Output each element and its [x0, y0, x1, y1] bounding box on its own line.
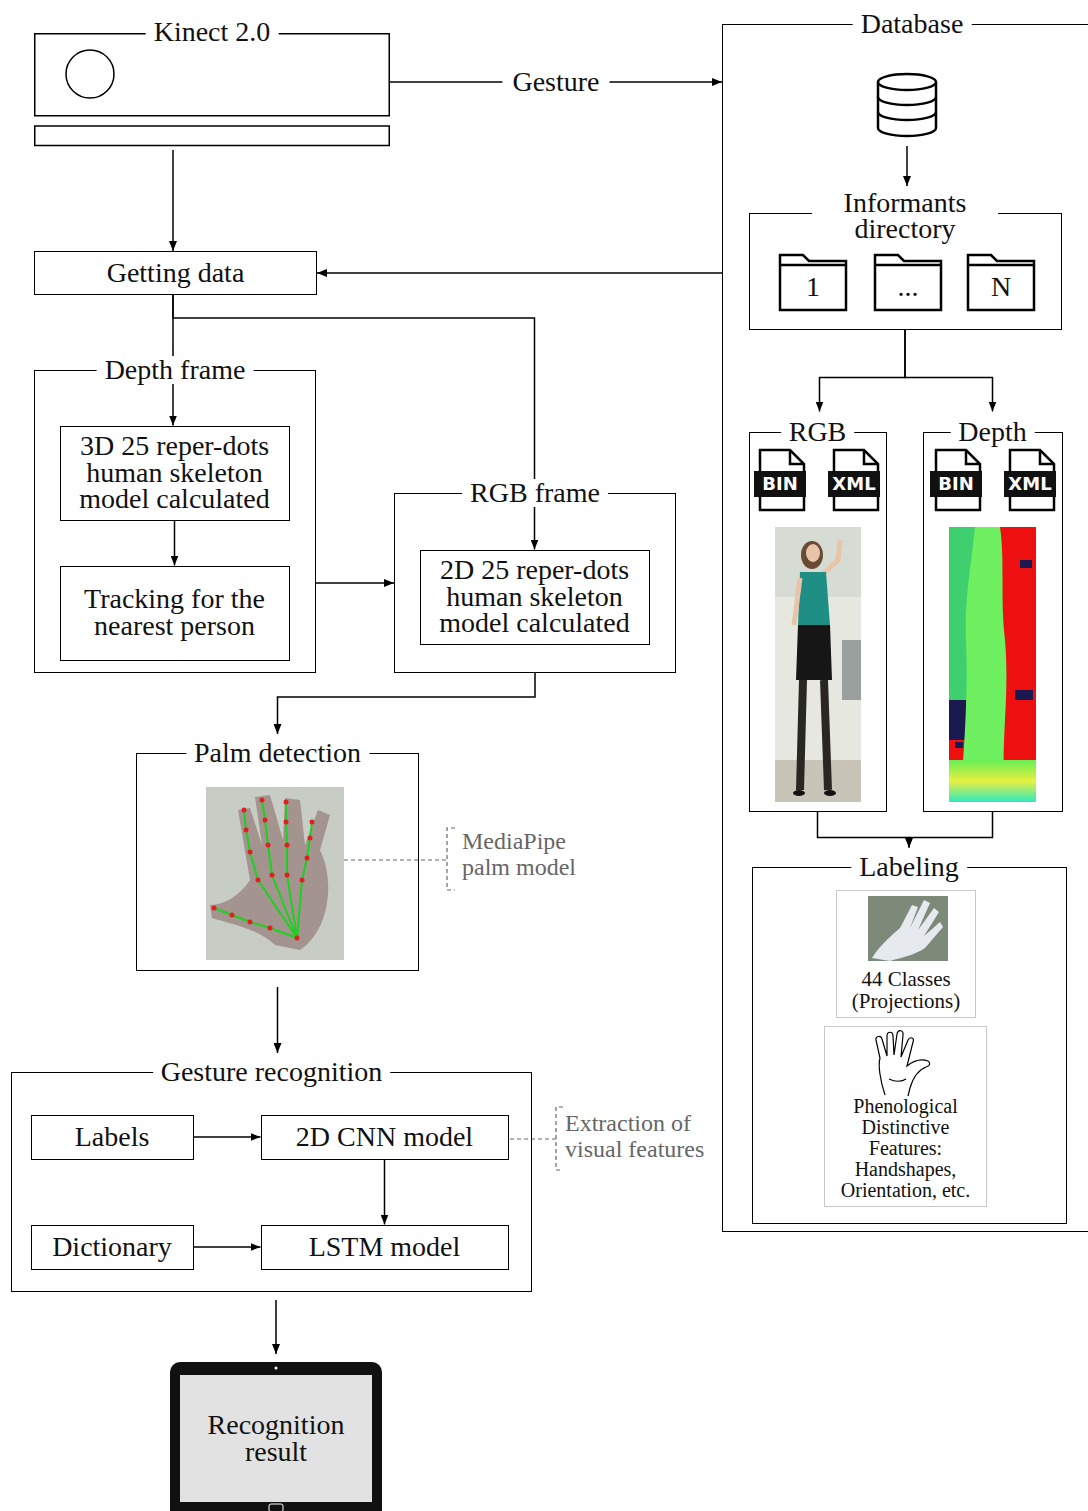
process-box: Getting data	[34, 251, 317, 295]
folder-icon: 1	[779, 251, 847, 311]
arrow-connector	[820, 330, 906, 412]
node-text: 44 Classes (Projections)	[841, 968, 971, 1012]
file-icon: BIN	[930, 449, 982, 511]
process-box: Labels	[31, 1115, 194, 1160]
arrow-connector	[172, 150, 174, 251]
group-panel: DatabaseInformants directory1...NRGBBINX…	[722, 24, 1088, 1232]
panel-heading: RGB	[781, 418, 855, 446]
arrow-connector	[275, 1300, 277, 1354]
arrow-connector	[317, 272, 722, 274]
node-text: Labels	[75, 1124, 150, 1151]
panel-heading: Kinect 2.0	[146, 18, 279, 46]
group-panel: Palm detection	[136, 753, 419, 971]
node-text: ...	[898, 274, 919, 301]
panel-heading: Database	[853, 10, 972, 38]
group-panel: DepthBINXML	[923, 432, 1063, 812]
folder-icon: ...	[874, 251, 942, 311]
image-card: Phenological Distinctive Features: Hands…	[824, 1026, 987, 1207]
node-text: Getting data	[107, 260, 245, 287]
panel-heading: Depth	[950, 418, 1034, 446]
process-box: LSTM model	[261, 1225, 509, 1270]
arrow-connector	[818, 812, 910, 848]
panel-heading: Gesture recognition	[153, 1058, 391, 1086]
hand-image	[206, 787, 344, 960]
group-panel: RGBBINXML	[749, 432, 887, 812]
node-text: Recognition result	[182, 1412, 370, 1465]
arrow-connector	[174, 521, 176, 566]
edge-label: Gesture	[502, 68, 609, 96]
callout-label: MediaPipe palm model	[462, 828, 592, 881]
arrow-connector	[277, 987, 279, 1053]
device-box: Kinect 2.0	[34, 33, 390, 146]
node-text: Tracking for the nearest person	[67, 586, 283, 639]
process-box: 3D 25 reper-dots human skeleton model ca…	[60, 426, 290, 521]
folder-icon: N	[967, 251, 1035, 311]
file-type-label: XML	[1004, 471, 1056, 497]
handshape-drawing	[876, 1031, 930, 1096]
group-panel: Labeling44 Classes (Projections)Phenolog…	[752, 867, 1067, 1224]
group-panel: Depth frame3D 25 reper-dots human skelet…	[34, 370, 316, 673]
node-text: N	[991, 274, 1011, 301]
rgb-photo	[775, 527, 861, 802]
node-text: Dictionary	[52, 1234, 172, 1261]
file-type-label: XML	[828, 471, 880, 497]
panel-heading: Depth frame	[97, 356, 254, 384]
group-panel: Gesture recognitionLabels2D CNN modelDic…	[11, 1072, 532, 1292]
callout-label: Extraction of visual features	[565, 1110, 730, 1163]
node-text: 3D 25 reper-dots human skeleton model ca…	[67, 433, 283, 513]
file-icon: XML	[828, 449, 880, 511]
process-box: Dictionary	[31, 1225, 194, 1270]
depth-image	[949, 527, 1036, 802]
tablet-display: Recognition result	[170, 1362, 382, 1511]
database-icon	[878, 74, 936, 136]
arrow-connector	[905, 330, 993, 412]
group-panel: RGB frame2D 25 reper-dots human skeleton…	[394, 493, 676, 673]
node-text: 2D 25 reper-dots human skeleton model ca…	[427, 557, 643, 637]
file-icon: XML	[1004, 449, 1056, 511]
device-box-outline	[34, 33, 390, 146]
arrow-connector	[384, 1160, 386, 1225]
file-icon: BIN	[754, 449, 806, 511]
process-box: 2D CNN model	[261, 1115, 509, 1160]
arrow-connector	[194, 1246, 261, 1248]
arrow-connector	[194, 1136, 261, 1138]
panel-heading: Palm detection	[186, 739, 369, 767]
database-arrow	[906, 146, 908, 186]
node-text: 2D CNN model	[296, 1124, 473, 1151]
arrow-connector	[316, 582, 394, 584]
file-type-label: BIN	[930, 471, 982, 497]
panel-heading: RGB frame	[462, 479, 608, 507]
arrow-connector	[278, 673, 536, 734]
process-box: 2D 25 reper-dots human skeleton model ca…	[420, 550, 650, 645]
node-text: LSTM model	[309, 1234, 461, 1261]
process-box: Tracking for the nearest person	[60, 566, 290, 661]
arrow-connector	[909, 812, 993, 848]
hand-thumbnail	[868, 896, 948, 961]
node-text: Phenological Distinctive Features: Hands…	[829, 1096, 982, 1201]
image-card: 44 Classes (Projections)	[836, 890, 976, 1018]
panel-heading: Informants directory	[812, 190, 998, 242]
file-type-label: BIN	[754, 471, 806, 497]
group-panel: Informants directory1...N	[749, 213, 1062, 330]
panel-heading: Labeling	[851, 853, 967, 881]
node-text: 1	[806, 274, 820, 301]
